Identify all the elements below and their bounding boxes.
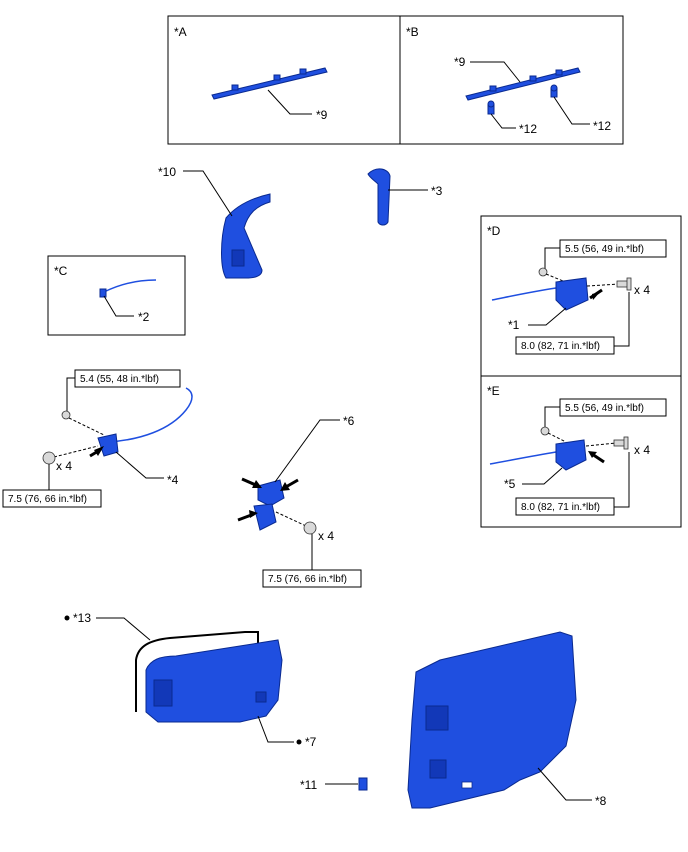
quarter-trim-panel-8: [407, 631, 577, 809]
lock-assembly-1: [491, 277, 589, 311]
bolt-d-large-axis: [586, 283, 621, 287]
callout-9a: *9: [316, 108, 328, 122]
callout-12b-leader: [553, 96, 590, 125]
callout-7-leader: [257, 715, 294, 743]
pillar-trim-10: [221, 193, 271, 279]
torque-d-large: 8.0 (82, 71 in.*lbf): [521, 341, 600, 352]
callout-11: *11: [300, 778, 317, 792]
panel-c-frame: [47, 255, 186, 336]
torque-p4-large: 7.5 (76, 66 in.*lbf): [8, 494, 87, 505]
torque-p4-small: 5.4 (55, 48 in.*lbf): [80, 374, 159, 385]
callout-13-leader: [96, 617, 151, 641]
trim-panel-7: [145, 639, 283, 723]
torque-e-small: 5.5 (56, 49 in.*lbf): [565, 403, 644, 414]
arrow-6a: [252, 480, 262, 488]
tape-outline-13: [135, 631, 259, 712]
callout-5-leader: [522, 467, 563, 485]
arrow-d-shaft: [589, 288, 603, 300]
clip-12b: [550, 84, 558, 98]
torque-d-large-leader: [614, 292, 630, 347]
callout-4-leader: [115, 451, 164, 479]
panel-a-label: *A: [174, 25, 187, 39]
bullet-13: [64, 615, 70, 621]
torque-e-large-box: [515, 497, 615, 516]
bolt-e-small: [540, 426, 550, 436]
bolt-p4-large-axis: [53, 445, 99, 458]
bolt-p6-axis: [275, 511, 307, 527]
panel-de-frame: [480, 215, 682, 528]
panel-ab-frame: [167, 15, 624, 145]
bolt-e-large-axis: [585, 442, 617, 447]
callout-9b-leader: [470, 61, 521, 83]
qty-d: x 4: [634, 283, 650, 297]
torque-p6-box: [262, 569, 362, 588]
rail-part-a: [211, 67, 328, 100]
bolt-e-large: [613, 436, 629, 450]
bolt-p4-small: [61, 410, 71, 420]
callout-4: *4: [167, 473, 179, 487]
bullet-7: [296, 739, 302, 745]
torque-d-large-box: [515, 336, 615, 355]
callout-10-leader: [183, 170, 233, 217]
arrow-e: [588, 451, 597, 458]
qty-p4: x 4: [56, 459, 72, 473]
qty-p6: x 4: [318, 529, 334, 543]
torque-p4-small-leader: [66, 377, 75, 412]
qty-e: x 4: [634, 443, 650, 457]
callout-1: *1: [508, 318, 520, 332]
bolt-d-large: [616, 277, 632, 291]
callout-9a-leader: [267, 89, 312, 115]
clip-11: [358, 777, 368, 791]
torque-e-large: 8.0 (82, 71 in.*lbf): [521, 502, 600, 513]
panel-b-label: *B: [406, 25, 419, 39]
panel-e-label: *E: [487, 384, 500, 398]
callout-2: *2: [138, 310, 150, 324]
callout-7: *7: [305, 735, 317, 749]
callout-13: *13: [73, 611, 91, 625]
lock-assembly-6: [253, 479, 285, 531]
callout-2-leader: [103, 295, 134, 317]
callout-9b: *9: [454, 55, 466, 69]
callout-12a-leader: [490, 113, 516, 129]
lock-assembly-5: [489, 439, 587, 471]
callout-1-leader: [528, 307, 567, 326]
bolt-p4-large: [42, 451, 56, 465]
panel-d-label: *D: [487, 224, 501, 238]
arrow-6b: [280, 482, 290, 491]
torque-p6: 7.5 (76, 66 in.*lbf): [268, 574, 347, 585]
callout-6-leader: [274, 419, 340, 483]
arrow-6c: [249, 510, 258, 518]
callout-3: *3: [431, 184, 443, 198]
torque-p4-large-box: [2, 489, 102, 508]
callout-12a: *12: [519, 122, 537, 136]
torque-e-small-leader: [544, 406, 560, 428]
panel-c-label: *C: [54, 264, 68, 278]
pillar-trim-3: [367, 168, 391, 226]
bolt-d-small-axis: [545, 273, 569, 284]
arrow-p4: [94, 446, 104, 456]
callout-8-leader: [537, 767, 592, 801]
bolt-e-small-axis: [547, 432, 567, 443]
callout-10: *10: [158, 165, 176, 179]
callout-6: *6: [343, 414, 355, 428]
torque-e-large-leader: [614, 452, 630, 508]
clip-12a: [487, 100, 495, 115]
lock-assembly-4: [97, 387, 193, 457]
rail-part-b: [465, 67, 581, 101]
torque-d-small-leader: [544, 247, 560, 270]
callout-12b: *12: [593, 119, 611, 133]
torque-d-small: 5.5 (56, 49 in.*lbf): [565, 244, 644, 255]
wire-part-2: [99, 279, 157, 298]
callout-8: *8: [595, 794, 607, 808]
bolt-p4-small-axis: [68, 417, 105, 436]
callout-5: *5: [504, 477, 516, 491]
bolt-p6: [303, 521, 317, 535]
bolt-d-small: [538, 267, 548, 277]
